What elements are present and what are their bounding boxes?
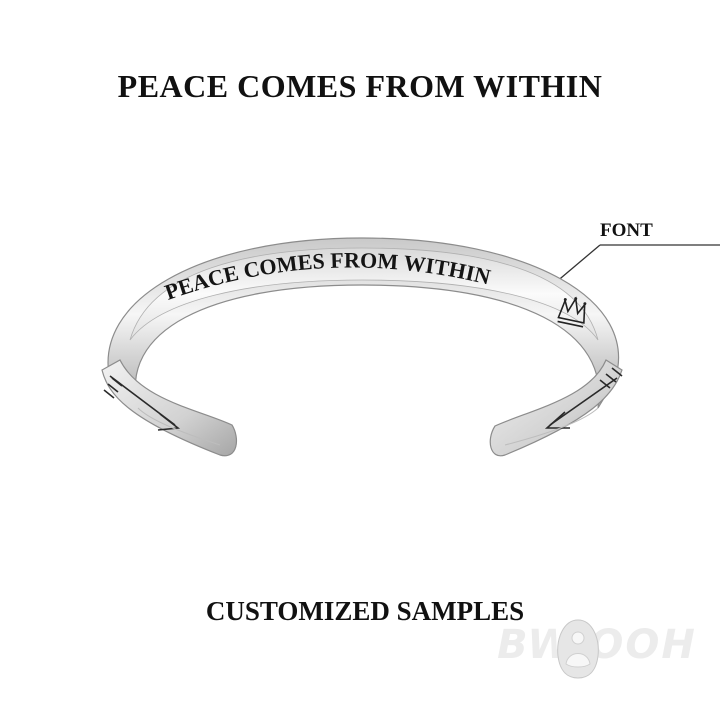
- bracelet-edge-shade: [137, 407, 221, 446]
- page-title: PEACE COMES FROM WITHIN: [117, 68, 603, 104]
- bracelet-edge-shade: [504, 407, 599, 446]
- callout-line: [554, 244, 601, 284]
- customized-samples-label: CUSTOMIZED SAMPLES: [205, 596, 525, 626]
- bracelet-inner-face: [129, 247, 599, 341]
- font-callout-label: FONT: [600, 220, 653, 241]
- arrow-left-icon: [103, 375, 181, 431]
- crown-icon: [557, 296, 587, 328]
- bracelet-right-end: [489, 359, 623, 457]
- bracelet-left-end: [101, 359, 238, 457]
- arrow-right-icon: [544, 367, 623, 429]
